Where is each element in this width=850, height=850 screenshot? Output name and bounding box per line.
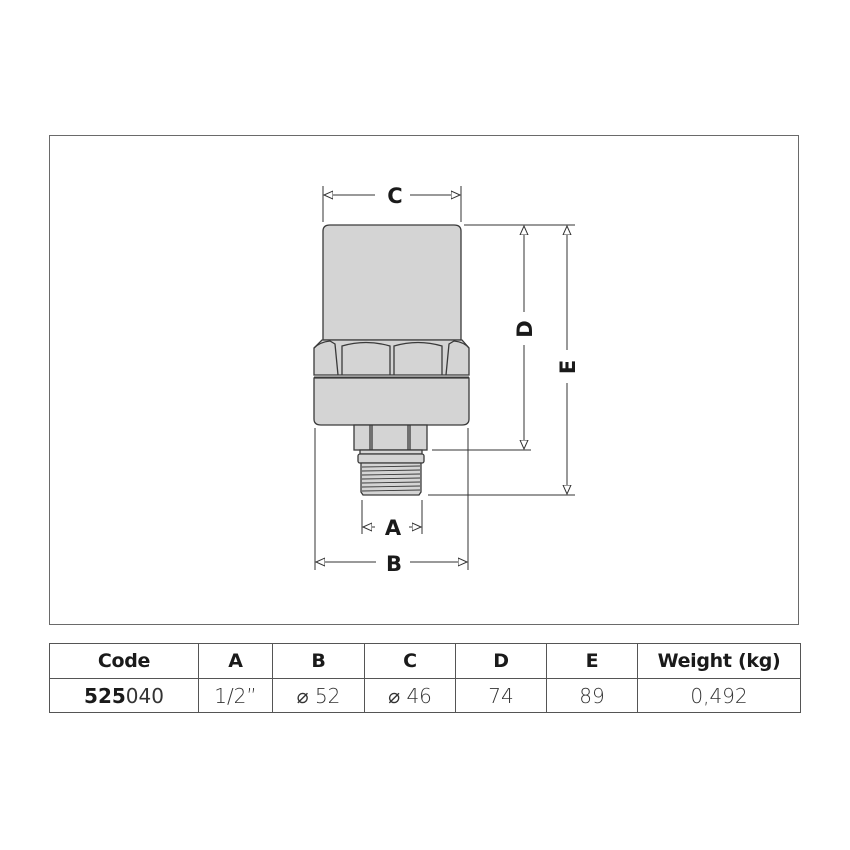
dimension-label-d: D — [513, 320, 537, 337]
code-suffix: 040 — [125, 683, 164, 708]
header-b: B — [272, 643, 365, 679]
header-weight: Weight (kg) — [637, 643, 801, 679]
small-hex — [353, 424, 428, 451]
cell-c: ⌀ 46 — [364, 678, 456, 713]
top-cap — [322, 224, 462, 341]
lower-body — [313, 377, 470, 426]
dimension-c — [322, 186, 462, 222]
table-header-row: Code A B C D E Weight (kg) — [49, 643, 801, 679]
dimension-label-e: E — [556, 360, 580, 374]
dimension-label-b: B — [386, 552, 402, 576]
valve-body — [313, 224, 470, 496]
code-prefix: 525 — [84, 683, 126, 708]
dimension-e — [428, 226, 575, 496]
dimension-b — [314, 428, 469, 570]
dimension-label-a: A — [385, 516, 402, 540]
table-row: 525040 1/2” ⌀ 52 ⌀ 46 74 89 0,492 — [49, 678, 801, 713]
header-e: E — [546, 643, 638, 679]
cell-b: ⌀ 52 — [272, 678, 365, 713]
cell-a: 1/2” — [198, 678, 273, 713]
cell-code: 525040 — [49, 678, 199, 713]
specification-table: Code A B C D E Weight (kg) 525040 1/2” ⌀… — [49, 643, 801, 713]
dimension-a — [361, 500, 423, 534]
o-ring — [357, 453, 425, 464]
cell-weight: 0,492 — [637, 678, 801, 713]
dimension-d — [432, 224, 575, 451]
header-code: Code — [49, 643, 199, 679]
cell-e: 89 — [546, 678, 638, 713]
dimension-label-c: C — [387, 184, 402, 208]
header-d: D — [455, 643, 547, 679]
header-a: A — [198, 643, 273, 679]
cell-d: 74 — [455, 678, 547, 713]
header-c: C — [364, 643, 456, 679]
